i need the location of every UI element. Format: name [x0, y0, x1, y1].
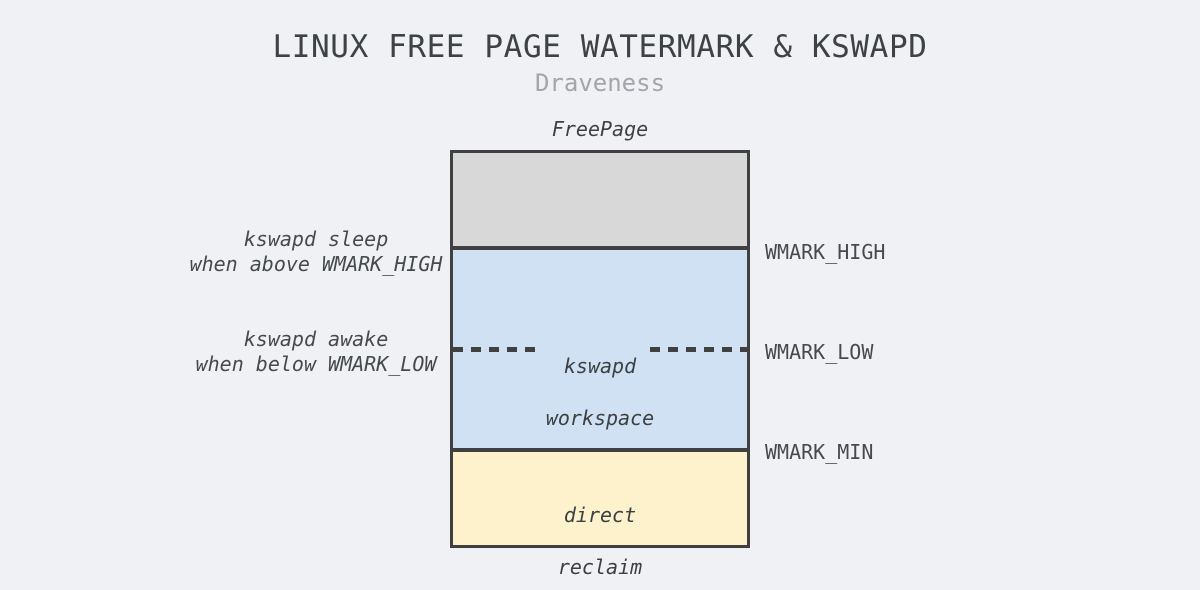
- annotation-kswapd-sleep-line2: when above WMARK_HIGH: [189, 252, 443, 276]
- kswapd-workspace-label-line2: workspace: [545, 406, 655, 430]
- section-direct-reclaim: [453, 452, 747, 545]
- wmark-low-label: WMARK_LOW: [765, 340, 874, 364]
- annotation-kswapd-sleep: kswapd sleep when above WMARK_HIGH: [0, 227, 632, 277]
- annotation-kswapd-awake-line2: when below WMARK_LOW: [195, 352, 437, 376]
- wmark-low-dashed-line-left: [453, 347, 541, 352]
- wmark-min-label: WMARK_MIN: [765, 440, 874, 464]
- section-free-pages: [453, 153, 747, 246]
- direct-reclaim-label: direct reclaim: [453, 476, 747, 590]
- annotation-kswapd-sleep-line1: kswapd sleep: [243, 227, 389, 251]
- direct-reclaim-label-line1: direct: [563, 503, 637, 527]
- wmark-high-label: WMARK_HIGH: [765, 240, 886, 264]
- freepage-box-title: FreePage: [551, 117, 649, 141]
- annotation-kswapd-awake: kswapd awake when below WMARK_LOW: [0, 327, 632, 377]
- wmark-min-line: [453, 448, 747, 452]
- annotation-kswapd-awake-line1: kswapd awake: [243, 327, 389, 351]
- direct-reclaim-label-line2: reclaim: [557, 555, 643, 579]
- page-title: LINUX FREE PAGE WATERMARK & KSWAPD: [272, 29, 928, 65]
- kswapd-workspace-label-line1: kswapd: [563, 354, 637, 378]
- page-subtitle: Draveness: [534, 69, 666, 97]
- kswapd-workspace-label: kswapd workspace: [453, 327, 747, 457]
- wmark-high-line: [453, 246, 747, 250]
- wmark-low-dashed-line-right: [650, 347, 747, 352]
- freepage-box: kswapd workspace direct reclaim: [450, 150, 750, 579]
